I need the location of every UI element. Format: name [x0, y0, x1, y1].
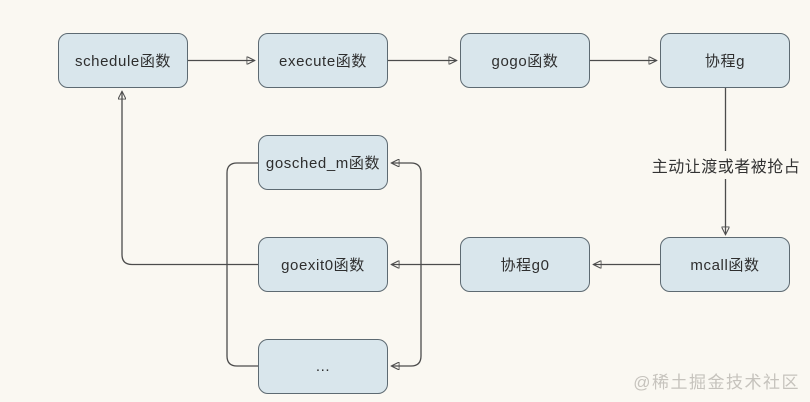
node-goroutine-g0: 协程g0	[460, 237, 590, 292]
node-mcall: mcall函数	[660, 237, 790, 292]
node-gogo: gogo函数	[460, 33, 590, 88]
node-ellipsis-label: ...	[315, 358, 331, 375]
node-execute-label: execute函数	[279, 53, 367, 70]
node-ellipsis: ...	[258, 339, 388, 394]
node-gosched-m-label: gosched_m函数	[265, 155, 381, 172]
edge-goexit0-to-schedule	[122, 92, 258, 266]
node-schedule: schedule函数	[58, 33, 188, 88]
node-gosched-m: gosched_m函数	[258, 135, 388, 190]
edge-goroutine-g0-to-gosched-m	[392, 163, 422, 265]
node-goexit0: goexit0函数	[258, 237, 388, 292]
watermark: @稀土掘金技术社区	[633, 373, 800, 392]
node-execute: execute函数	[258, 33, 388, 88]
node-goroutine-g0-label: 协程g0	[500, 257, 550, 274]
node-goexit0-label: goexit0函数	[281, 257, 365, 274]
edge-left-bracket	[226, 162, 258, 367]
edge-goroutine-g0-to-ellipsis	[392, 264, 422, 367]
node-schedule-label: schedule函数	[74, 53, 172, 70]
node-goroutine-g: 协程g	[660, 33, 790, 88]
node-gogo-label: gogo函数	[491, 53, 559, 70]
node-goroutine-g-label: 协程g	[704, 53, 746, 70]
edge-label-yield-or-preempt: 主动让渡或者被抢占	[644, 151, 808, 179]
node-mcall-label: mcall函数	[690, 257, 760, 274]
